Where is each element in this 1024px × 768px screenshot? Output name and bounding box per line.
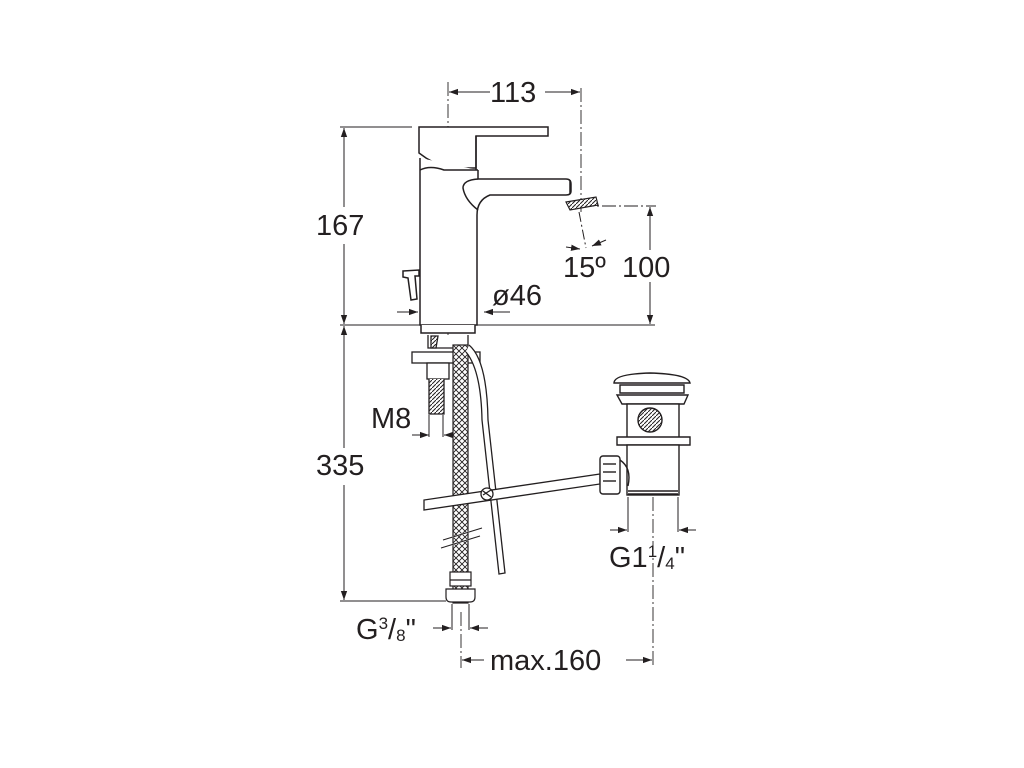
dim-335	[340, 326, 446, 602]
label-body-diameter: ø46	[492, 280, 542, 312]
faucet-body	[402, 126, 599, 334]
dim-g38	[433, 604, 488, 632]
waste-thread-unit: "	[674, 542, 685, 574]
label-spout-reach: 113	[490, 77, 537, 109]
hose-thread-num: 3	[378, 614, 389, 633]
waste-thread-sep: /	[657, 542, 666, 574]
label-waste-distance: max.160	[490, 645, 602, 677]
popup-rod	[423, 344, 601, 575]
label-total-height: 167	[316, 210, 365, 242]
fixing-assembly	[411, 335, 481, 415]
waste-thread-den: 4	[665, 554, 675, 573]
dim-167	[340, 126, 412, 324]
label-hose-connection: G3/8"	[356, 615, 416, 645]
hose-thread-main: G	[356, 614, 379, 646]
hose-thread-unit: "	[405, 614, 416, 646]
label-spout-angle: 15º	[563, 252, 606, 284]
dim-g114	[610, 497, 696, 534]
waste-thread-num: 1	[647, 542, 658, 561]
dim-15deg	[565, 211, 607, 251]
label-waste-connection: G11/4"	[609, 543, 685, 573]
label-below-counter: 335	[316, 450, 365, 482]
flexible-hose	[440, 344, 483, 604]
hose-thread-sep: /	[388, 614, 397, 646]
hose-thread-den: 8	[396, 626, 406, 645]
label-fixing-thread: M8	[371, 403, 412, 435]
popup-waste	[599, 372, 691, 496]
waste-thread-main: G1	[609, 542, 648, 574]
label-spout-height: 100	[622, 252, 671, 284]
